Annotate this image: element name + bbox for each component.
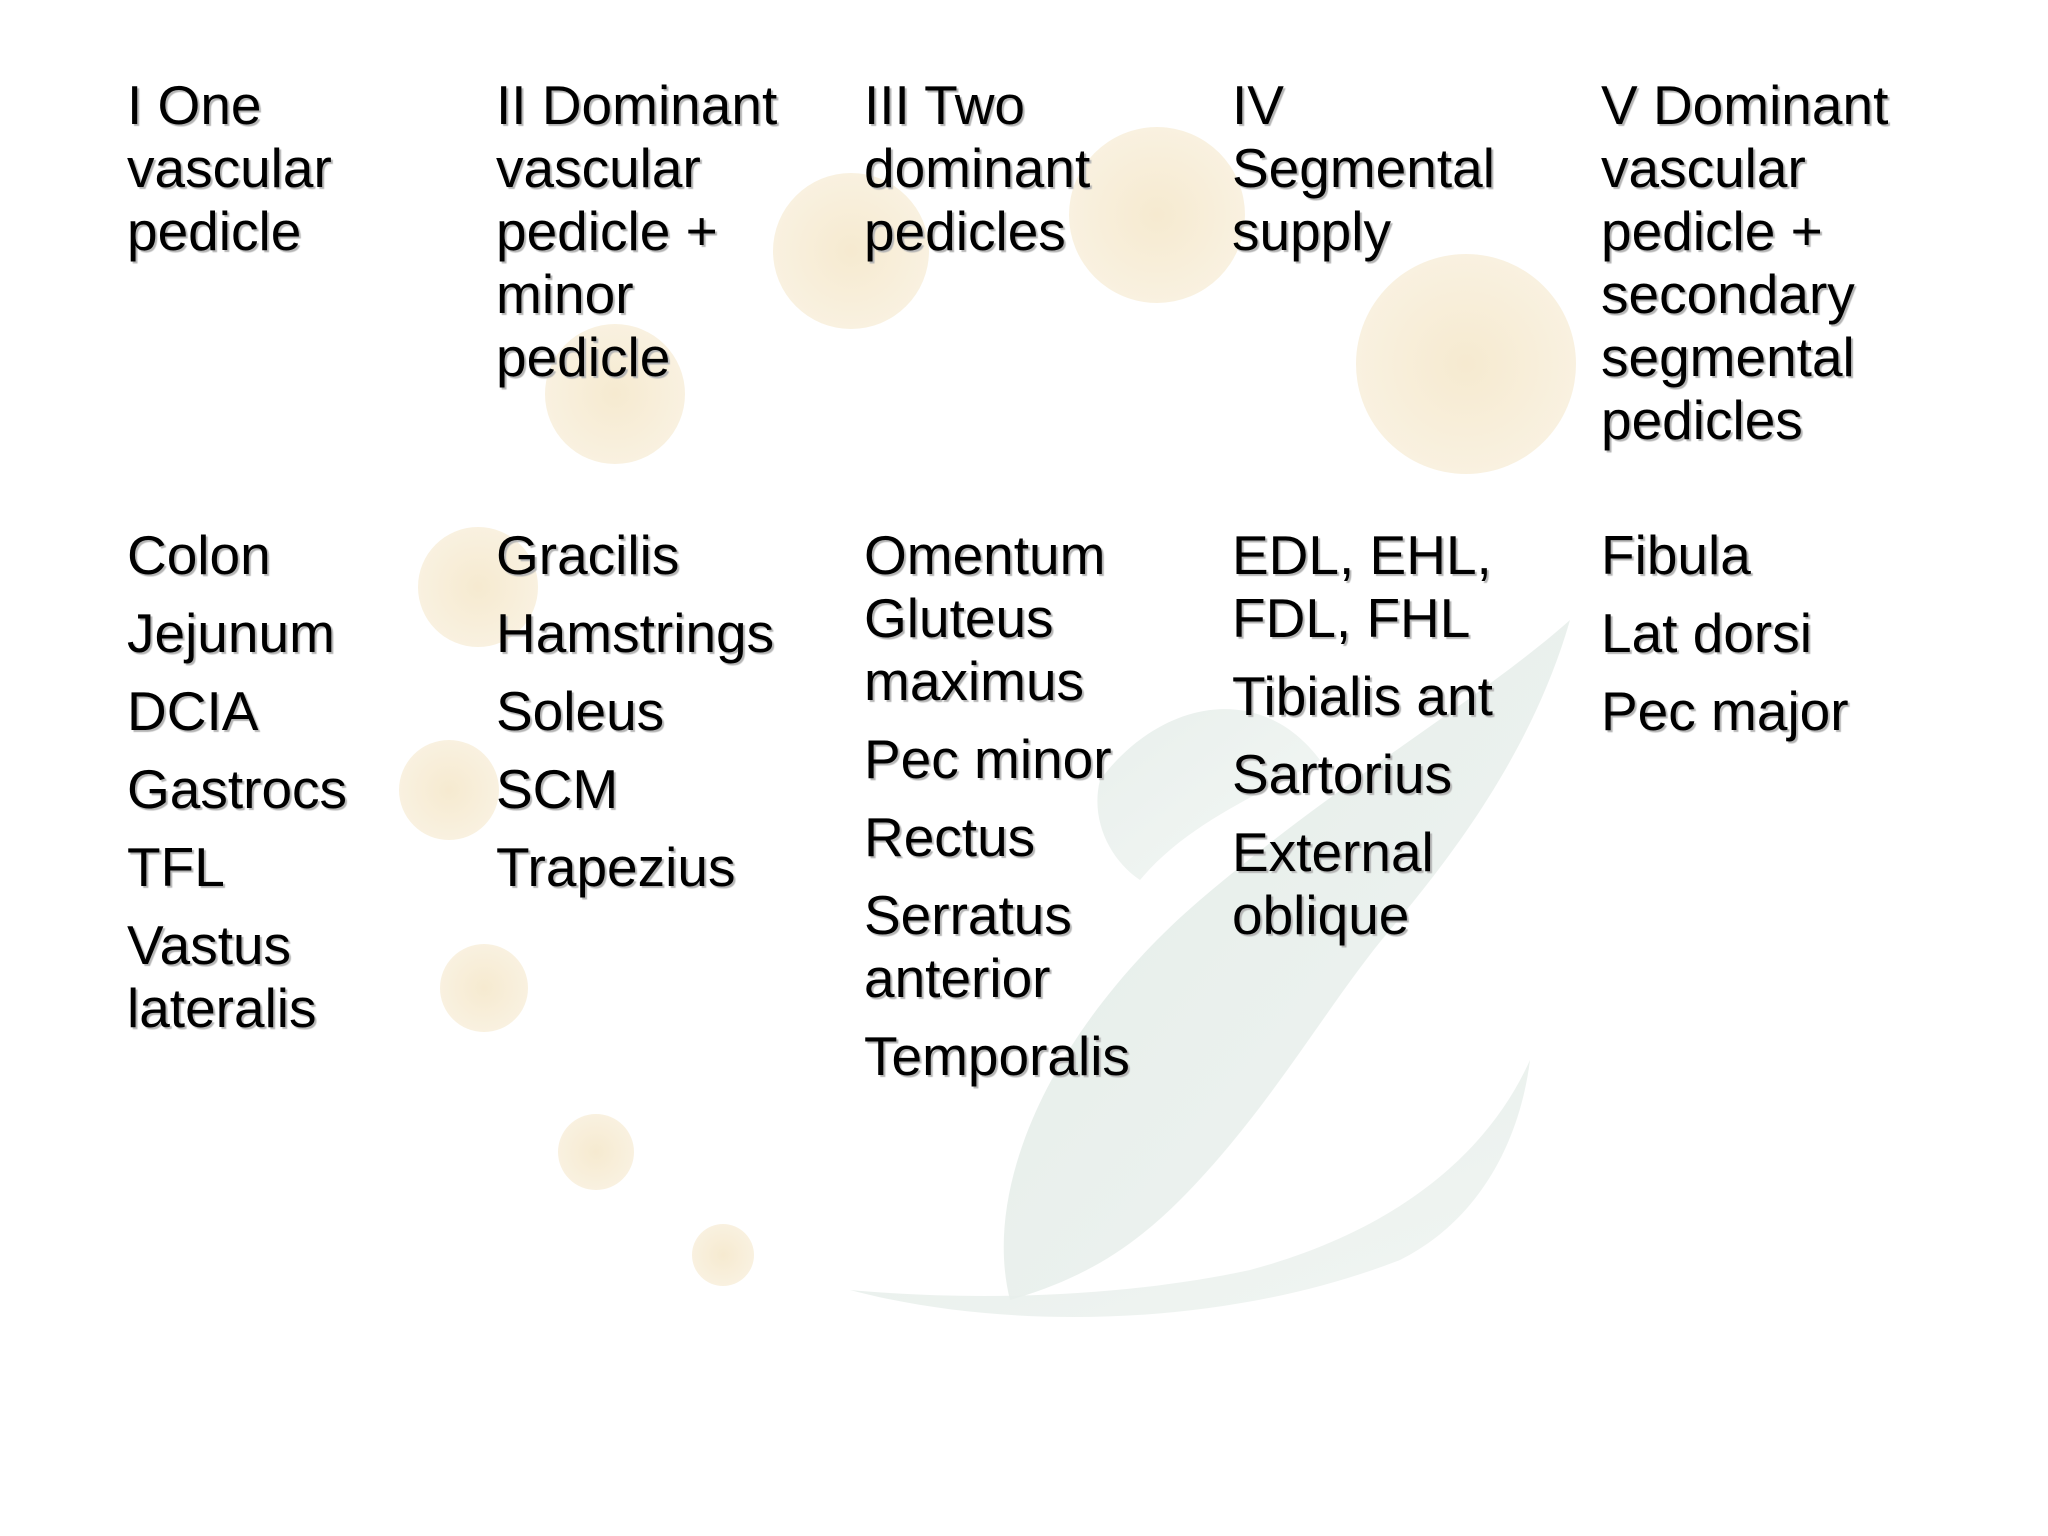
column-2-item: Gracilis bbox=[496, 524, 680, 586]
column-5-header-text: V Dominant vascular pedicle + secondary … bbox=[1601, 74, 1889, 451]
column-4-item: EDL, EHL, FDL, FHL bbox=[1232, 524, 1492, 649]
column-3-item: Pec minor bbox=[864, 728, 1112, 790]
column-5-item: Lat dorsi bbox=[1601, 602, 1812, 664]
column-2-header-text: II Dominant vascular pedicle + minor ped… bbox=[496, 74, 778, 388]
column-4-item: Tibialis ant bbox=[1232, 665, 1493, 727]
column-5-item: Pec major bbox=[1601, 680, 1849, 742]
column-3-item: Rectus bbox=[864, 806, 1036, 868]
column-4-header-text: IV Segmental supply bbox=[1232, 74, 1495, 262]
column-4-item: External oblique bbox=[1232, 821, 1434, 946]
decor-circle bbox=[692, 1224, 754, 1286]
column-1-item: Vastus lateralis bbox=[127, 914, 317, 1039]
column-1-item: Gastrocs bbox=[127, 758, 348, 820]
column-3-list: Omentum Gluteus maximus Pec minor Rectus… bbox=[864, 524, 1204, 1103]
column-1-item: TFL bbox=[127, 836, 225, 898]
decor-circle bbox=[399, 740, 499, 840]
column-1-list: Colon Jejunum DCIA Gastrocs TFL Vastus l… bbox=[127, 524, 467, 1055]
decor-circle bbox=[418, 527, 538, 647]
column-5-header: V Dominant vascular pedicle + secondary … bbox=[1601, 74, 1941, 452]
column-5-list: Fibula Lat dorsi Pec major bbox=[1601, 524, 1941, 758]
column-4-item: Sartorius bbox=[1232, 743, 1453, 805]
column-3-item: Temporalis bbox=[864, 1025, 1130, 1087]
decor-circle bbox=[545, 324, 685, 464]
column-1-header: I One vascular pedicle bbox=[127, 74, 467, 263]
decor-circle bbox=[773, 173, 929, 329]
swoosh-wing bbox=[1097, 709, 1320, 880]
decor-circle bbox=[1069, 127, 1245, 303]
decor-circle bbox=[440, 944, 528, 1032]
column-4-list: EDL, EHL, FDL, FHL Tibialis ant Sartoriu… bbox=[1232, 524, 1572, 962]
column-3-header-text: III Two dominant pedicles bbox=[864, 74, 1091, 262]
column-3-item: Serratus anterior bbox=[864, 884, 1072, 1009]
column-5-item: Fibula bbox=[1601, 524, 1751, 586]
column-1-item: DCIA bbox=[127, 680, 259, 742]
decor-circle bbox=[1356, 254, 1576, 474]
column-2-item: Trapezius bbox=[496, 836, 736, 898]
column-1-header-text: I One vascular pedicle bbox=[127, 74, 332, 262]
column-1-item: Colon bbox=[127, 524, 271, 586]
column-2-list: Gracilis Hamstrings Soleus SCM Trapezius bbox=[496, 524, 836, 914]
swoosh-tail bbox=[850, 1060, 1530, 1318]
column-2-item: SCM bbox=[496, 758, 619, 820]
column-2-header: II Dominant vascular pedicle + minor ped… bbox=[496, 74, 836, 389]
column-1-item: Jejunum bbox=[127, 602, 335, 664]
column-3-header: III Two dominant pedicles bbox=[864, 74, 1204, 263]
column-4-header: IV Segmental supply bbox=[1232, 74, 1572, 263]
column-2-item: Soleus bbox=[496, 680, 665, 742]
swoosh-shape bbox=[1003, 620, 1570, 1300]
column-3-item: Omentum Gluteus maximus bbox=[864, 524, 1106, 712]
decor-circle bbox=[558, 1114, 634, 1190]
column-2-item: Hamstrings bbox=[496, 602, 775, 664]
